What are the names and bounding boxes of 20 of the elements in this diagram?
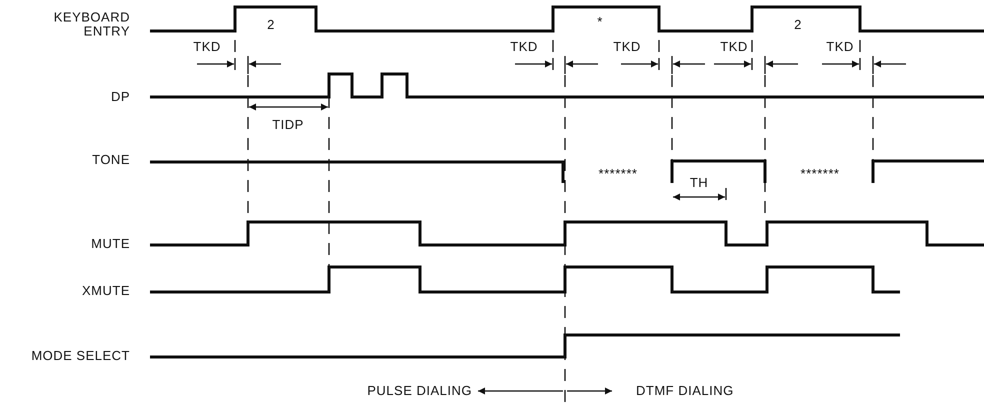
signal-label: MODE SELECT [31,348,130,364]
key-value-label: * [597,14,603,30]
signal-label: DP [110,90,130,104]
timing-label: TKD [510,40,538,54]
timing-label: TKD [193,40,221,54]
timing-label: TKD [720,40,748,54]
signal-label: KEYBOARD ENTRY [52,10,130,40]
key-value-label: 2 [267,18,275,32]
tone-burst-label: ******* [598,166,638,182]
signal-label: MUTE [91,236,130,252]
key-value-label: 2 [794,18,802,32]
mode-label: PULSE DIALING [367,384,472,398]
timing-label: TKD [613,40,641,54]
timing-label: TIDP [272,118,304,132]
mode-label: DTMF DIALING [636,384,734,398]
signal-label: TONE [92,152,130,168]
timing-label: TKD [826,40,854,54]
signal-label: XMUTE [82,284,130,298]
tone-burst-label: ******* [800,166,840,182]
timing-label: TH [690,176,708,190]
